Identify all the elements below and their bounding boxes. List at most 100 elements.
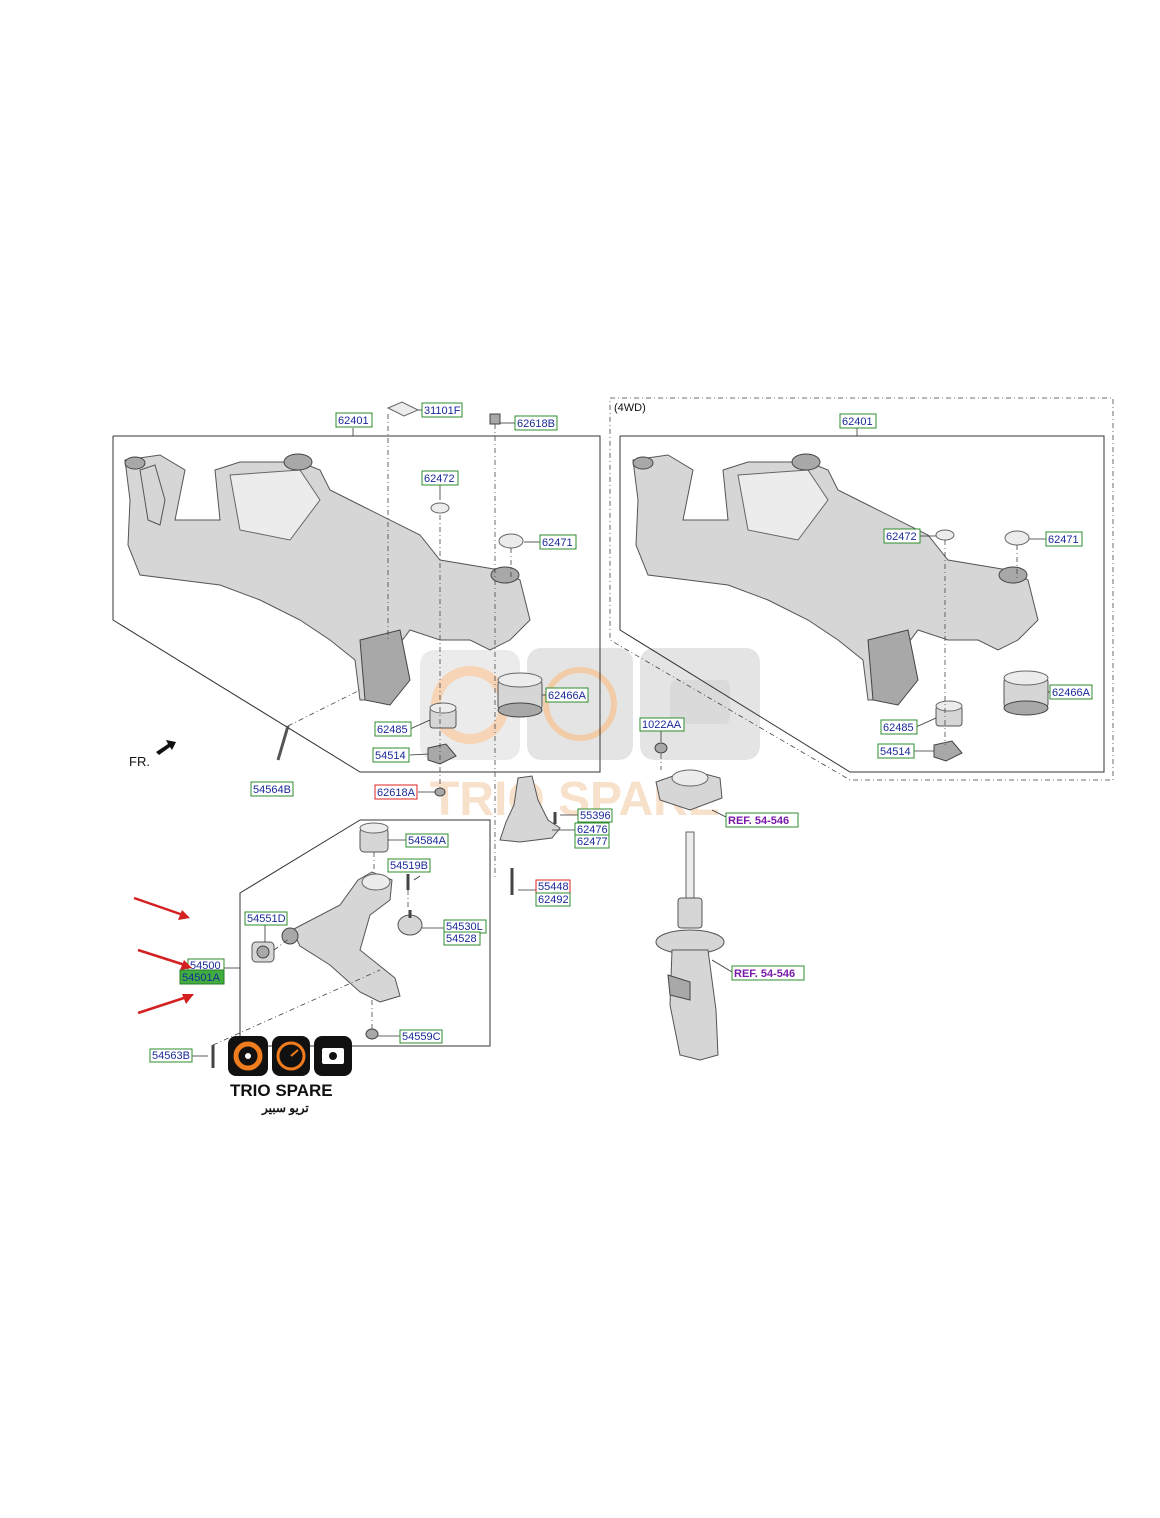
bushing-62485 — [429, 702, 457, 729]
label-54551D[interactable]: 54551D — [244, 911, 288, 926]
svg-text:62618A: 62618A — [377, 787, 416, 799]
lower-arm-frame — [239, 819, 491, 1047]
svg-text:62471: 62471 — [1048, 534, 1079, 546]
label-62471[interactable]: 62471 — [539, 534, 577, 550]
plate-54514-4wd — [933, 740, 963, 762]
washer-62471-4wd — [1004, 530, 1030, 546]
bolt-54564B — [276, 725, 290, 761]
label-54501A-selected[interactable]: 54501A — [179, 969, 225, 985]
arrow-icon — [137, 994, 191, 1015]
lower-control-arm — [291, 871, 401, 1003]
svg-text:54528: 54528 — [446, 933, 477, 945]
svg-text:54551D: 54551D — [247, 913, 286, 925]
svg-text:REF. 54-546: REF. 54-546 — [734, 968, 795, 980]
gauge-icon — [276, 1041, 306, 1071]
label-55396[interactable]: 55396 — [577, 808, 613, 823]
svg-text:31101F: 31101F — [424, 405, 461, 417]
svg-text:54514: 54514 — [375, 750, 406, 762]
label-54519B[interactable]: 54519B — [387, 858, 431, 873]
label-62401-4wd[interactable]: 62401 — [839, 413, 877, 429]
plug-31101F — [386, 401, 420, 417]
highlight-arrows — [133, 896, 194, 1015]
bushing-62466A-4wd — [1003, 670, 1049, 716]
label-62466A-4wd[interactable]: 62466A — [1049, 684, 1093, 700]
label-62618B[interactable]: 62618B — [514, 415, 558, 431]
svg-text:1022AA: 1022AA — [642, 719, 682, 731]
variant-label: (4WD) — [614, 402, 646, 414]
label-62476[interactable]: 62476 — [574, 822, 610, 837]
label-54500[interactable]: 54500 — [187, 958, 225, 973]
arrow-icon — [133, 896, 187, 918]
svg-text:54564B: 54564B — [253, 784, 291, 796]
arrow-icon — [137, 948, 189, 968]
4wd-inner-frame — [619, 435, 1105, 773]
label-54563B[interactable]: 54563B — [149, 1048, 193, 1063]
label-62401[interactable]: 62401 — [335, 412, 373, 428]
label-ref-54-546-bottom[interactable]: REF. 54-546 — [731, 965, 805, 981]
label-62477[interactable]: 62477 — [574, 834, 610, 849]
washer-62472 — [430, 502, 450, 514]
svg-text:62466A: 62466A — [548, 690, 587, 702]
label-54514[interactable]: 54514 — [372, 747, 410, 763]
dash-line — [212, 969, 381, 1046]
label-54530L[interactable]: 54530L — [443, 919, 487, 934]
bushing-62466A — [497, 672, 543, 718]
label-62485-4wd[interactable]: 62485 — [880, 719, 918, 735]
brake-disc-icon — [233, 1041, 263, 1071]
lower-arm-group: 54584A 54519B 54551D 54530L 54528 54500 … — [133, 819, 491, 1068]
label-54564B[interactable]: 54564B — [250, 781, 294, 797]
label-54559C[interactable]: 54559C — [399, 1029, 443, 1044]
label-31101F[interactable]: 31101F — [421, 402, 463, 418]
svg-text:62485: 62485 — [377, 724, 408, 736]
svg-text:54500: 54500 — [190, 960, 221, 972]
strut-group: 1022AA REF. 54-546 REF. 54-546 — [639, 717, 805, 1061]
left-frame — [112, 435, 601, 773]
label-54514-4wd[interactable]: 54514 — [877, 743, 915, 759]
bracket-part — [499, 775, 561, 843]
label-54528[interactable]: 54528 — [443, 931, 481, 946]
svg-text:55396: 55396 — [580, 810, 611, 822]
label-62492[interactable]: 62492 — [535, 892, 571, 907]
label-1022AA[interactable]: 1022AA — [639, 717, 685, 732]
label-54584A[interactable]: 54584A — [405, 833, 449, 848]
svg-text:54559C: 54559C — [402, 1031, 441, 1043]
4wd-outer-frame — [609, 397, 1114, 781]
left-crossmember-group: 62401 31101F 62618B 62472 62471 62466A 6… — [112, 401, 601, 880]
svg-text:62485: 62485 — [883, 722, 914, 734]
bushing-54551D — [251, 941, 275, 963]
nut-1022AA — [654, 742, 668, 754]
front-arrow-icon — [156, 740, 176, 755]
label-ref-54-546-top[interactable]: REF. 54-546 — [725, 812, 799, 828]
brand-name: TRIO SPARE — [230, 1081, 333, 1100]
svg-text:62492: 62492 — [538, 894, 569, 906]
label-62618A[interactable]: 62618A — [374, 784, 418, 800]
brand-watermark: TRIO SPARE — [420, 648, 760, 826]
svg-text:62472: 62472 — [886, 531, 917, 543]
label-62472-4wd[interactable]: 62472 — [883, 528, 921, 544]
svg-text:54563B: 54563B — [152, 1050, 190, 1062]
nut-54559C — [365, 1028, 379, 1040]
right-4wd-group: (4WD) 62401 62472 — [609, 397, 1114, 781]
nut-62618A — [434, 787, 446, 797]
svg-text:62471: 62471 — [542, 537, 573, 549]
svg-text:REF. 54-546: REF. 54-546 — [728, 815, 789, 827]
svg-text:62401: 62401 — [842, 416, 873, 428]
label-55448[interactable]: 55448 — [535, 879, 571, 894]
ball-joint-54530L — [397, 910, 423, 936]
crossmember-left — [124, 453, 531, 706]
svg-text:54584A: 54584A — [408, 835, 447, 847]
label-62466A[interactable]: 62466A — [545, 687, 589, 703]
label-62485[interactable]: 62485 — [374, 721, 412, 737]
nut-62618B — [489, 413, 501, 425]
strut-mount — [655, 769, 723, 811]
svg-text:54530L: 54530L — [446, 921, 483, 933]
svg-text:54514: 54514 — [880, 746, 911, 758]
front-label: FR. — [129, 754, 150, 769]
label-62472[interactable]: 62472 — [421, 470, 459, 486]
washer-62472-4wd — [935, 529, 955, 541]
brand-logo: TRIO SPARE تريو سبير — [228, 1036, 352, 1116]
bushing-62485-4wd — [935, 700, 963, 727]
label-62471-4wd[interactable]: 62471 — [1045, 531, 1083, 547]
brand-arabic: تريو سبير — [261, 1101, 309, 1116]
